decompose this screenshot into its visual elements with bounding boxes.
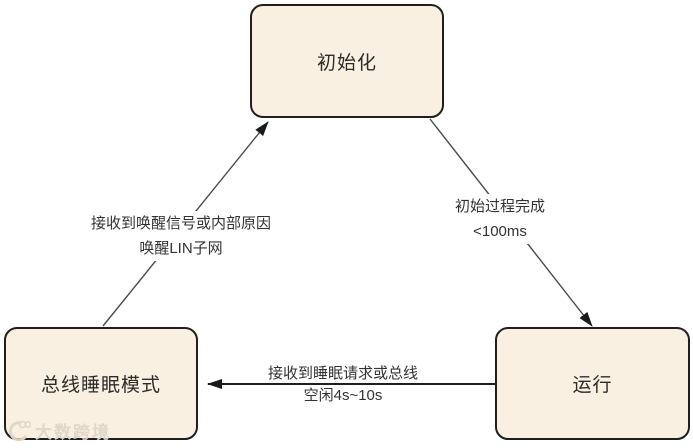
node-run: 运行 [495,327,690,440]
edge-label-init-complete: 初始过程完成 <100ms [451,194,549,244]
edge-label-sleep-request-line2: 空闲4s~10s [303,387,383,404]
edge-label-wakeup-line1: 接收到唤醒信号或内部原因 [90,215,272,232]
edge-label-init-complete-line1: 初始过程完成 [454,198,546,215]
edge-label-init-complete-line2: <100ms [473,223,527,240]
node-init-label: 初始化 [316,52,377,74]
node-bus-sleep-mode: 总线睡眠模式 [4,327,198,440]
node-run-label: 运行 [572,375,613,396]
edge-label-wakeup-line2: 唤醒LIN子网 [139,240,223,257]
edge-label-wakeup: 接收到唤醒信号或内部原因 唤醒LIN子网 [87,211,275,261]
edge-label-sleep-request: 接收到睡眠请求或总线 空闲4s~10s [268,363,418,407]
node-init: 初始化 [250,4,444,118]
node-bus-sleep-mode-label: 总线睡眠模式 [40,375,161,396]
edge-label-sleep-request-line1: 接收到睡眠请求或总线 [267,365,419,382]
